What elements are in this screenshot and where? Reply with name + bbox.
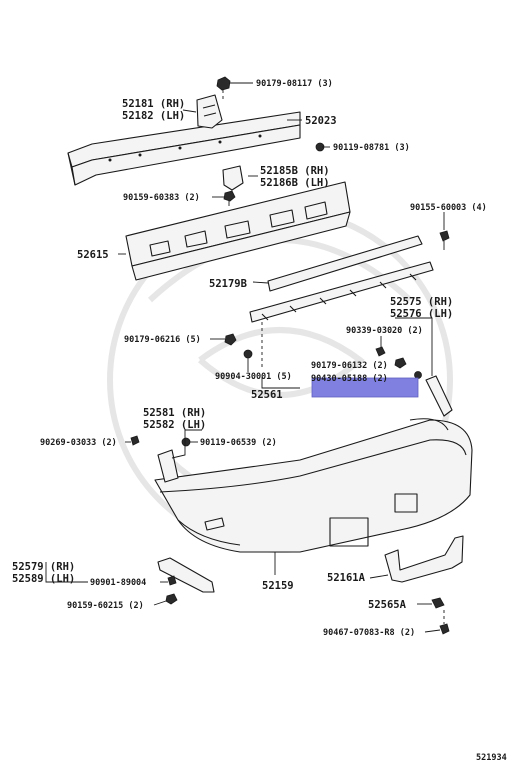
label-52565a: 52565A — [368, 599, 407, 611]
nut-90179-08117[interactable] — [216, 76, 231, 91]
label-52561: 52561 — [251, 389, 283, 401]
label-90179-06132: 90179-06132 (2) — [311, 361, 388, 371]
label-90179-08117: 90179-08117 (3) — [256, 79, 333, 89]
label-90119-08781: 90119-08781 (3) — [333, 143, 410, 153]
label-90119-06539: 90119-06539 (2) — [200, 438, 277, 448]
label-52182: 52182 (LH) — [122, 110, 185, 122]
screw-90904-30001[interactable] — [243, 349, 253, 372]
bolt-90159-60215[interactable] — [165, 593, 178, 605]
screw-90467-07083[interactable] — [439, 623, 450, 635]
reinforcement-52023[interactable] — [67, 111, 301, 186]
clip-90155-60003[interactable] — [439, 230, 450, 250]
leader-lines — [45, 82, 445, 633]
bracket-52161a[interactable] — [384, 535, 464, 583]
bracket-52581[interactable] — [157, 449, 179, 483]
label-90159-60383: 90159-60383 (2) — [123, 193, 200, 203]
label-52181: 52181 (RH) — [122, 98, 185, 110]
label-52615: 52615 — [77, 249, 109, 261]
label-90159-60215: 90159-60215 (2) — [67, 601, 144, 611]
label-90269-03033: 90269-03033 (2) — [40, 438, 117, 448]
label-90179-06216: 90179-06216 (5) — [124, 335, 201, 345]
figure-number: 521934 — [476, 753, 507, 763]
screw-90339-03020[interactable] — [375, 346, 386, 357]
label-90904-30001: 90904-30001 (5) — [215, 372, 292, 382]
bracket-52185b[interactable] — [222, 165, 244, 191]
absorber-52615[interactable] — [125, 181, 351, 281]
label-52589: 52589 (LH) — [12, 573, 75, 585]
label-52575: 52575 (RH) — [390, 296, 453, 308]
bolt-90119-08781[interactable] — [315, 142, 330, 152]
pad-52579[interactable] — [157, 557, 215, 593]
label-52582: 52582 (LH) — [143, 419, 206, 431]
clip-90901-89004[interactable] — [167, 575, 177, 586]
bumper-cover-52159[interactable] — [154, 418, 473, 553]
label-90901-89004: 90901-89004 — [90, 578, 146, 588]
retainer-52179b[interactable] — [267, 235, 423, 292]
bracket-52181[interactable] — [196, 94, 223, 129]
clip-90430-05188[interactable] — [414, 371, 422, 379]
label-90467-07083: 90467-07083-R8 (2) — [323, 628, 415, 638]
label-52576: 52576 (LH) — [390, 308, 453, 320]
label-52159: 52159 — [262, 580, 294, 592]
nut-90179-06216[interactable] — [224, 333, 237, 346]
label-52185b: 52185B (RH) — [260, 165, 330, 177]
highlight-box — [311, 377, 419, 398]
label-52579: 52579 (RH) — [12, 561, 75, 573]
screw-90269-03033[interactable] — [130, 435, 140, 446]
retainer-52561[interactable] — [249, 261, 434, 323]
label-90155-60003: 90155-60003 (4) — [410, 203, 487, 213]
retainer-52575[interactable] — [425, 375, 453, 417]
label-52186b: 52186B (LH) — [260, 177, 330, 189]
nut-90179-06132[interactable] — [394, 357, 407, 369]
bolt-90119-06539[interactable] — [181, 437, 191, 447]
label-52023: 52023 — [305, 115, 337, 127]
label-52581: 52581 (RH) — [143, 407, 206, 419]
label-90430-05188: 90430-05188 (2) — [311, 374, 388, 384]
clip-52565a[interactable] — [431, 597, 445, 609]
label-52161a: 52161A — [327, 572, 366, 584]
label-90339-03020: 90339-03020 (2) — [346, 326, 423, 336]
label-52179b: 52179B — [209, 278, 247, 290]
bolt-90159-60383[interactable] — [223, 190, 236, 206]
